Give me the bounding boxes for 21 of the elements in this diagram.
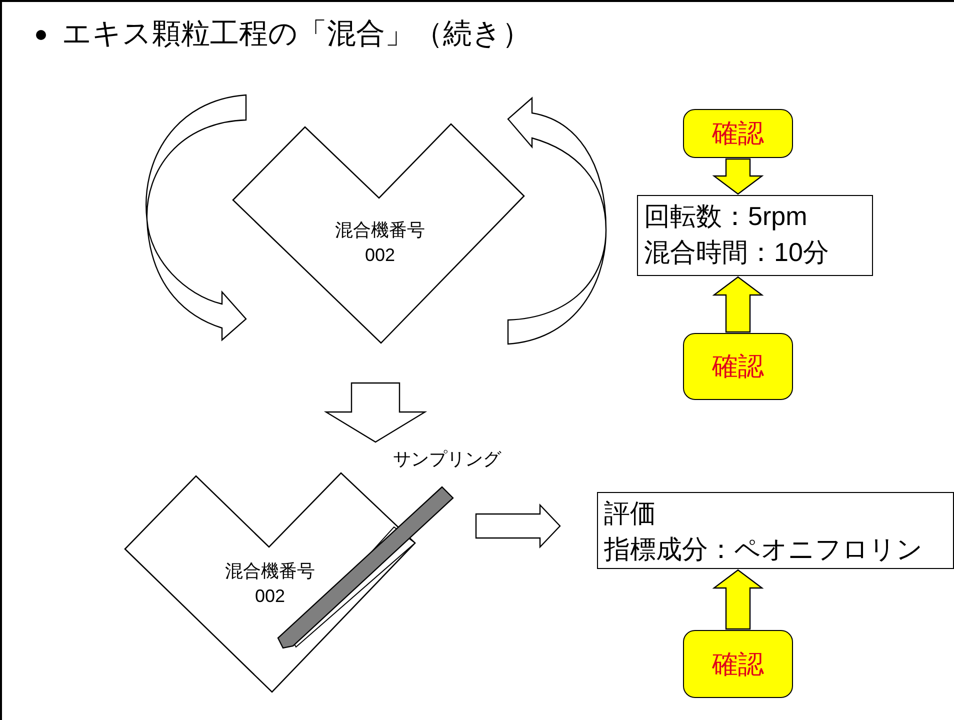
check-box: 確認 [683,109,793,158]
box-text: 評価 [604,497,657,530]
block-arrow [712,158,764,195]
box-text: 指標成分：ペオニフロリン [604,533,924,566]
mixer-drawing [233,124,524,343]
mixer-label: 混合機番号 [334,219,426,242]
box-text: 回転数：5rpm [644,200,808,233]
block-arrow [324,382,428,443]
mixer-label: 混合機番号 [224,560,316,583]
slide-title: エキス顆粒工程の「混合」（続き） [62,17,531,52]
block-arrow [475,504,561,548]
info-box [637,195,873,276]
check-box: 確認 [683,630,793,698]
sampling-label: サンプリング [393,448,501,471]
mixer-number: 002 [254,585,286,608]
box-text: 混合時間：10分 [644,236,830,269]
block-arrow [712,569,764,630]
mixer-number: 002 [364,244,396,267]
info-box [597,492,954,569]
block-arrow [712,276,764,333]
check-box: 確認 [683,333,793,400]
